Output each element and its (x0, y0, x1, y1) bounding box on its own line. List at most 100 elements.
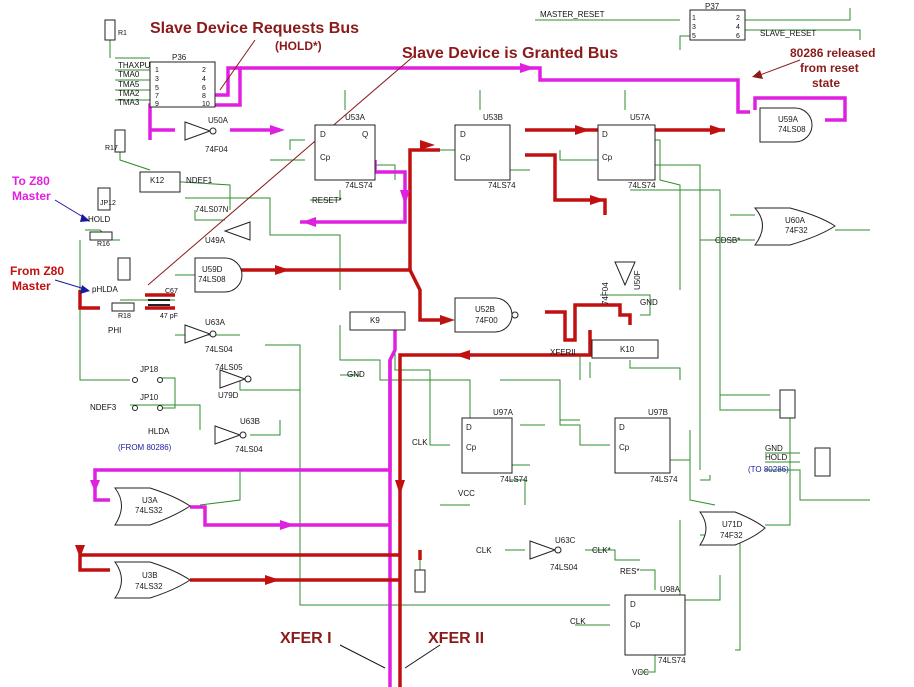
r1-resistor (104, 19, 116, 41)
svg-text:U57A: U57A (630, 113, 651, 122)
k13-connector (814, 447, 831, 477)
svg-text:D: D (602, 130, 608, 139)
svg-text:74LS32: 74LS32 (135, 506, 163, 515)
annotation-slave-requests: Slave Device Requests Bus (150, 20, 359, 37)
svg-text:Cp: Cp (602, 153, 613, 162)
u98a-flipflop (624, 594, 686, 656)
k9-connector (349, 311, 406, 331)
annotation-from-z80-1: From Z80 (10, 264, 64, 278)
svg-text:U59A: U59A (778, 115, 799, 124)
svg-text:VCC: VCC (632, 668, 649, 677)
wires (79, 8, 870, 673)
svg-text:D: D (466, 423, 472, 432)
svg-text:GND: GND (765, 444, 783, 453)
svg-text:MASTER_RESET: MASTER_RESET (540, 10, 605, 19)
svg-text:U3A: U3A (142, 496, 158, 505)
svg-text:8: 8 (202, 93, 206, 100)
svg-text:1: 1 (692, 15, 696, 22)
svg-text:47 pF: 47 pF (160, 313, 178, 320)
svg-text:D: D (320, 130, 326, 139)
svg-text:CDSB*: CDSB* (715, 236, 740, 245)
svg-text:5: 5 (692, 33, 696, 40)
svg-text:U79D: U79D (218, 391, 239, 400)
svg-text:U97B: U97B (648, 408, 668, 417)
p36-connector (149, 61, 216, 108)
svg-text:3: 3 (692, 24, 696, 31)
annotation-xfer2: XFER II (428, 630, 484, 647)
svg-text:6: 6 (202, 85, 206, 92)
annotation-to-z80-1: To Z80 (12, 174, 50, 188)
svg-text:4: 4 (736, 24, 740, 31)
u59d-gate (194, 257, 243, 293)
svg-text:U53A: U53A (345, 113, 366, 122)
u63c-gate (529, 540, 557, 560)
svg-text:74LS08: 74LS08 (198, 275, 226, 284)
svg-text:74LS32: 74LS32 (135, 582, 163, 591)
annotation-xfer1: XFER I (280, 630, 332, 647)
svg-text:5: 5 (155, 85, 159, 92)
svg-text:Cp: Cp (320, 153, 331, 162)
annotation-from-z80-2: Master (12, 279, 51, 293)
svg-text:R18: R18 (118, 313, 131, 320)
k12-connector (139, 171, 181, 193)
svg-text:74LS74: 74LS74 (488, 181, 516, 190)
svg-text:JP10: JP10 (140, 393, 159, 402)
annotation-released-3: state (812, 76, 840, 90)
svg-text:U97A: U97A (493, 408, 514, 417)
svg-text:CLK: CLK (476, 546, 492, 555)
svg-text:RESET*: RESET* (312, 196, 342, 205)
u50a-gate (184, 121, 212, 141)
k10-connector (591, 339, 659, 359)
r16-resistor (89, 231, 113, 241)
svg-text:74LS74: 74LS74 (658, 656, 686, 665)
svg-text:74LS74: 74LS74 (345, 181, 373, 190)
k7-connector (779, 389, 796, 419)
svg-text:D: D (460, 130, 466, 139)
annotation-hold-star: (HOLD*) (275, 39, 322, 53)
r27-resistor (414, 569, 426, 593)
svg-text:R1: R1 (118, 30, 127, 37)
annotation-released-1: 80286 released (790, 46, 875, 60)
svg-text:74LS04: 74LS04 (550, 563, 578, 572)
svg-text:CLK*: CLK* (592, 546, 611, 555)
svg-text:NDEF3: NDEF3 (90, 403, 117, 412)
u63b-gate (214, 425, 242, 445)
jp12-jumper (97, 187, 111, 211)
svg-text:74LS04: 74LS04 (205, 345, 233, 354)
svg-text:Cp: Cp (466, 443, 477, 452)
u71d-gate (699, 511, 766, 546)
svg-text:TMA3: TMA3 (118, 98, 140, 107)
u63a-gate (184, 324, 212, 344)
svg-text:74F32: 74F32 (785, 226, 808, 235)
svg-text:74F04: 74F04 (601, 282, 610, 305)
svg-text:GND: GND (640, 298, 658, 307)
svg-text:HOLD: HOLD (765, 453, 787, 462)
svg-text:U49A: U49A (205, 236, 226, 245)
svg-text:CLK: CLK (412, 438, 428, 447)
svg-text:U50A: U50A (208, 116, 229, 125)
svg-text:JP12: JP12 (100, 200, 116, 207)
svg-text:Cp: Cp (630, 620, 641, 629)
p37-label: P37 (705, 2, 720, 11)
u79d-gate (219, 369, 247, 389)
svg-text:U52B: U52B (475, 305, 495, 314)
svg-text:74LS07N: 74LS07N (195, 205, 229, 214)
u53a-flipflop (314, 124, 376, 181)
u53b-flipflop (454, 124, 511, 181)
svg-text:74LS08: 74LS08 (778, 125, 806, 134)
svg-text:HOLD: HOLD (88, 215, 110, 224)
svg-text:R17: R17 (105, 145, 118, 152)
annotation-pointers (54, 39, 801, 669)
svg-text:U59D: U59D (202, 265, 223, 274)
u60a-gate (753, 207, 836, 246)
annotation-to-z80-2: Master (12, 189, 51, 203)
svg-text:D: D (630, 600, 636, 609)
svg-text:74LS05: 74LS05 (215, 363, 243, 372)
svg-text:D: D (619, 423, 625, 432)
svg-text:1: 1 (155, 67, 159, 74)
u49a-gate (223, 221, 251, 241)
u59a-gate (759, 107, 813, 143)
svg-text:U63B: U63B (240, 417, 260, 426)
svg-text:U98A: U98A (660, 585, 681, 594)
